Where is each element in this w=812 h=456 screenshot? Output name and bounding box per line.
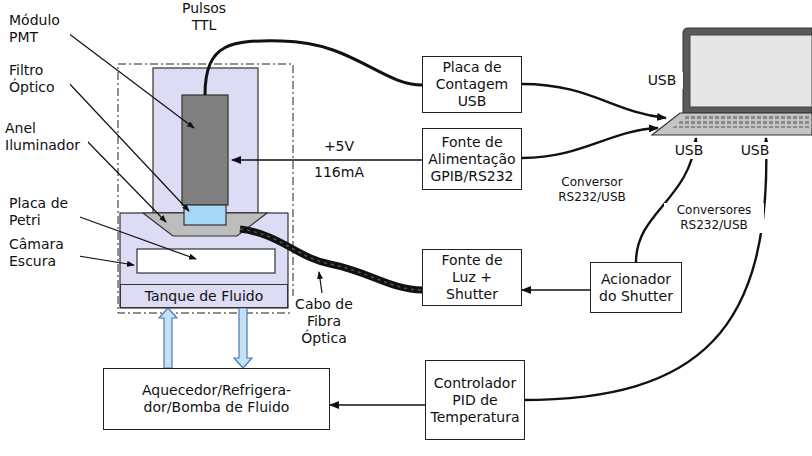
converter-label: Conversor RS232/USB xyxy=(548,175,636,205)
process-box: Controlador PID de Temperatura xyxy=(425,360,525,440)
process-box: Fonte de Luz + Shutter xyxy=(422,249,522,306)
signal-label: +5V xyxy=(318,138,360,155)
signal-label: Pulsos TTL xyxy=(172,0,236,34)
usb-cable xyxy=(522,138,766,400)
port-label: USB xyxy=(734,142,776,159)
fluid-flow-arrow xyxy=(159,308,177,368)
control-connector xyxy=(522,289,590,291)
port-label: USB xyxy=(641,72,683,89)
box-label: Placa de Contagem USB xyxy=(427,59,517,110)
fiber-optic-texture xyxy=(240,229,422,290)
box-label: Controlador PID de Temperatura xyxy=(430,375,520,426)
signal-label: 116mA xyxy=(310,164,368,181)
usb-cable xyxy=(522,84,666,118)
optical-filter xyxy=(184,205,226,225)
enclosure-outline xyxy=(118,64,293,313)
part-label: Módulo PMT xyxy=(8,12,70,46)
pmt-module xyxy=(182,95,228,205)
box-label: Fonte de Alimentação GPIB/RS232 xyxy=(427,134,517,185)
converter-label: Conversores RS232/USB xyxy=(664,203,764,233)
fluid-flow-arrow xyxy=(234,308,252,368)
process-box: Fonte de Alimentação GPIB/RS232 xyxy=(422,128,522,190)
box-label: Tanque de Fluido xyxy=(145,288,264,305)
process-box: Placa de Contagem USB xyxy=(422,56,522,113)
part-label: Placa de Petri xyxy=(8,195,80,229)
box-label: Fonte de Luz + Shutter xyxy=(437,252,507,303)
chamber-housing xyxy=(120,213,288,308)
box-label: Aquecedor/Refrigera- dor/Bomba de Fluido xyxy=(124,382,310,416)
part-label: Câmara Escura xyxy=(8,236,80,270)
control-connector xyxy=(330,404,425,406)
tank-band: Tanque de Fluido xyxy=(120,284,288,308)
usb-cable xyxy=(522,128,658,158)
ttl-cable xyxy=(205,41,422,95)
port-label: USB xyxy=(668,142,710,159)
part-label: Anel Iluminador xyxy=(4,120,88,154)
part-label: Filtro Óptico xyxy=(8,62,70,96)
box-label: Acionador do Shutter xyxy=(596,271,676,305)
process-box: Aquecedor/Refrigera- dor/Bomba de Fluido xyxy=(103,368,330,430)
part-label: Cabo de Fibra Óptica xyxy=(292,296,356,347)
power-wire xyxy=(232,159,422,160)
petri-dish xyxy=(137,249,275,273)
leader-lines xyxy=(64,30,322,293)
fiber-optic-cable xyxy=(240,229,422,290)
process-box: Acionador do Shutter xyxy=(590,262,682,313)
